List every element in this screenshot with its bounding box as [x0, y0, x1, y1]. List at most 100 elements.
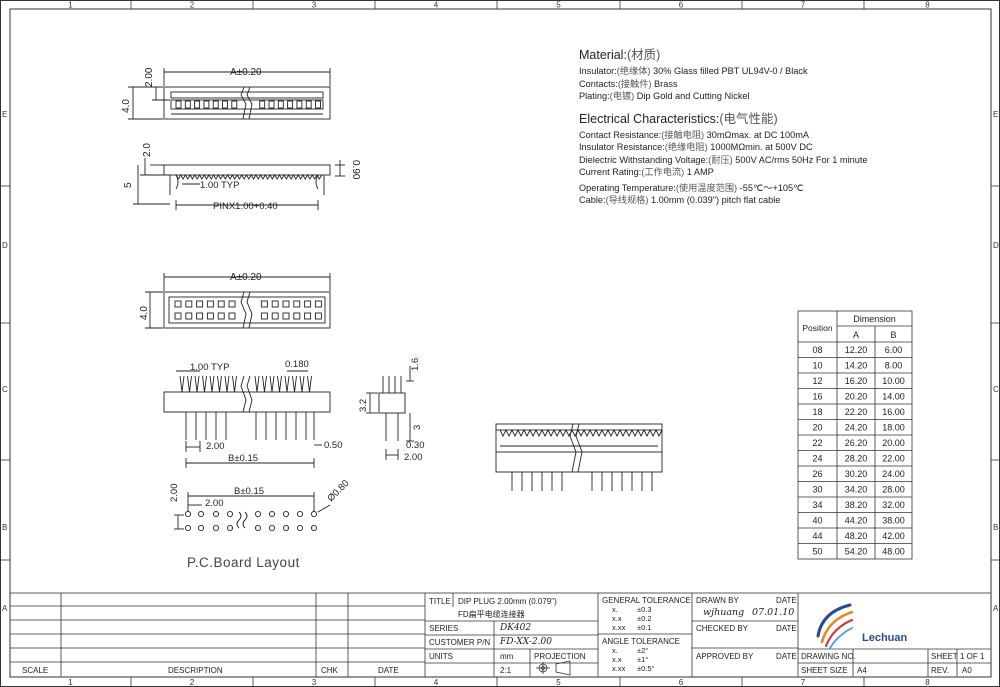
- electrical-extra-lines: Operating Temperature:(使用温度范围) -55℃～+105…: [579, 182, 979, 207]
- dim-pcb-200b: 2.00: [205, 498, 224, 509]
- dim-table-cell-b: 10.00: [882, 376, 905, 386]
- company-name: Lechuan: [862, 632, 908, 644]
- top-view-slot: [194, 100, 201, 109]
- tb-series-label: SERIES: [429, 624, 459, 633]
- dim-table-cell-a: 38.20: [845, 500, 868, 510]
- mid-view-contact: [293, 300, 301, 308]
- dim-table-cell-b: 14.00: [882, 392, 905, 402]
- mid-view-contact: [293, 312, 301, 320]
- dim-table-cell-a: 28.20: [845, 454, 868, 464]
- iso-view: [495, 423, 663, 491]
- mid-view-contact: [174, 300, 182, 308]
- spec-line-value: 30% Glass filled PBT UL94V-0 / Black: [650, 66, 808, 76]
- frame-col-label: 3: [312, 678, 317, 687]
- front-view-contact: [269, 375, 275, 393]
- dim-table-cell-position: 18: [812, 407, 822, 417]
- front-view-contact: [179, 375, 185, 393]
- frame-col-label: 2: [190, 1, 195, 10]
- pcb-hole: [254, 510, 262, 518]
- title-block: [9, 592, 992, 678]
- spec-line: Plating:(电镀) Dip Gold and Cutting Nickel: [579, 90, 979, 103]
- spec-line-label: Contact Resistance:: [579, 129, 662, 140]
- dim-table-cell-position: 34: [812, 500, 822, 510]
- spec-line: Insulator Resistance:(绝缘电阻) 1000MΩmin. a…: [579, 141, 979, 154]
- dim-table-cell-b: 38.00: [882, 516, 905, 526]
- dim-table-cell-a: 22.20: [845, 407, 868, 417]
- dim-side-typ: 1.00 TYP: [200, 180, 239, 191]
- tolerance-key: x.: [612, 605, 618, 614]
- tolerance-key: x.x: [612, 655, 622, 664]
- dim-table-cell-a: 24.20: [845, 423, 868, 433]
- spec-line-label: Cable:: [579, 195, 606, 205]
- spec-line-cjk: (耐压): [708, 154, 733, 165]
- top-view-slot: [268, 100, 275, 109]
- top-view-slot: [184, 100, 191, 109]
- mid-view-contact: [304, 312, 312, 320]
- tb-angle-tol-label: ANGLE TOLERANCE: [602, 637, 680, 646]
- pcb-hole: [184, 510, 192, 518]
- tb-drawn-date-value: 07.01.10: [752, 607, 795, 618]
- dim-table-cell-position: 26: [812, 469, 822, 479]
- front-view-contact: [307, 375, 312, 393]
- top-view-slot: [305, 100, 312, 109]
- spec-line: Dielectric Withstanding Voltage:(耐压) 500…: [579, 154, 979, 167]
- frame-row-label: D: [993, 241, 999, 250]
- tb-title-value: DIP PLUG 2.00mm (0.079"): [458, 597, 557, 606]
- material-heading: Material:(材质): [579, 48, 661, 62]
- tb-units-value: mm: [500, 652, 514, 661]
- dim-table-cell-a: 30.20: [845, 469, 868, 479]
- spec-line-cjk: (工作电流): [641, 167, 685, 177]
- mid-view-contact: [217, 312, 225, 320]
- dim-pcb-200a: 2.00: [169, 484, 180, 503]
- tb-sheet-size-label: SHEET SIZE: [801, 666, 848, 675]
- mid-view-contact: [260, 312, 268, 320]
- frame-col-label: 7: [801, 1, 806, 10]
- tolerance-value: ±0.1: [637, 623, 652, 632]
- frame-col-label: 7: [801, 678, 806, 687]
- dim-mid-40: 4.0: [139, 306, 150, 320]
- pcb-hole: [296, 524, 304, 532]
- mid-view-contact: [196, 312, 204, 320]
- dim-table-cell-a: 44.20: [845, 516, 868, 526]
- tb-general-tol-label: GENERAL TOLERANCE: [602, 596, 691, 605]
- spec-line-cjk: (接触电阻): [661, 129, 705, 140]
- tolerance-value: ±0.5°: [637, 664, 655, 673]
- dim-table-cell-position: 12: [812, 376, 822, 386]
- tb-scale-label: SCALE: [22, 666, 49, 675]
- pcb-hole: [254, 524, 262, 532]
- dim-top-200: 2.00: [144, 67, 155, 87]
- dim-table-cell-position: 24: [812, 454, 822, 464]
- electrical-lines: Contact Resistance:(接触电阻) 30mΩmax. at DC…: [579, 129, 979, 179]
- mid-view-contact: [260, 300, 268, 308]
- dim-table-cell-b: 16.00: [882, 407, 905, 417]
- tb-drawn-date-label: DATE: [776, 596, 797, 605]
- iso-view-teeth: [499, 428, 663, 438]
- mid-view-contact: [314, 300, 322, 308]
- spec-panel: Material:(材质) Insulator:(绝缘体) 30% Glass …: [579, 44, 979, 207]
- top-view-slot: [287, 100, 294, 109]
- dim-table-cell-b: 42.00: [882, 531, 905, 541]
- dim-front-200: 2.00: [206, 441, 225, 452]
- mid-top-view: [145, 273, 331, 329]
- dim-table-cell-a: 34.20: [845, 485, 868, 495]
- front-view-contact: [209, 375, 215, 393]
- frame-row-label: C: [2, 385, 8, 394]
- mid-view-contact: [228, 312, 236, 320]
- tb-title-label: TITLE: [429, 597, 451, 606]
- tb-customer-label: CUSTOMER P/N: [429, 638, 491, 647]
- top-view-slot: [231, 100, 238, 109]
- mid-view-contact: [282, 300, 290, 308]
- dim-front-b: B±0.15: [228, 453, 258, 464]
- spec-line-value: 1000MΩmin. at 500V DC: [707, 142, 813, 152]
- dim-table-cell-position: 50: [812, 547, 822, 557]
- front-view-contact: [202, 375, 207, 393]
- spec-line-value: Brass: [651, 78, 678, 89]
- front-view-contact: [232, 375, 237, 393]
- dim-side-5: 5: [123, 182, 134, 188]
- frame-col-label: 2: [190, 678, 195, 687]
- tb-drawn-by-value: wjhuang: [703, 607, 745, 618]
- dim-end-200: 2.00: [404, 452, 423, 463]
